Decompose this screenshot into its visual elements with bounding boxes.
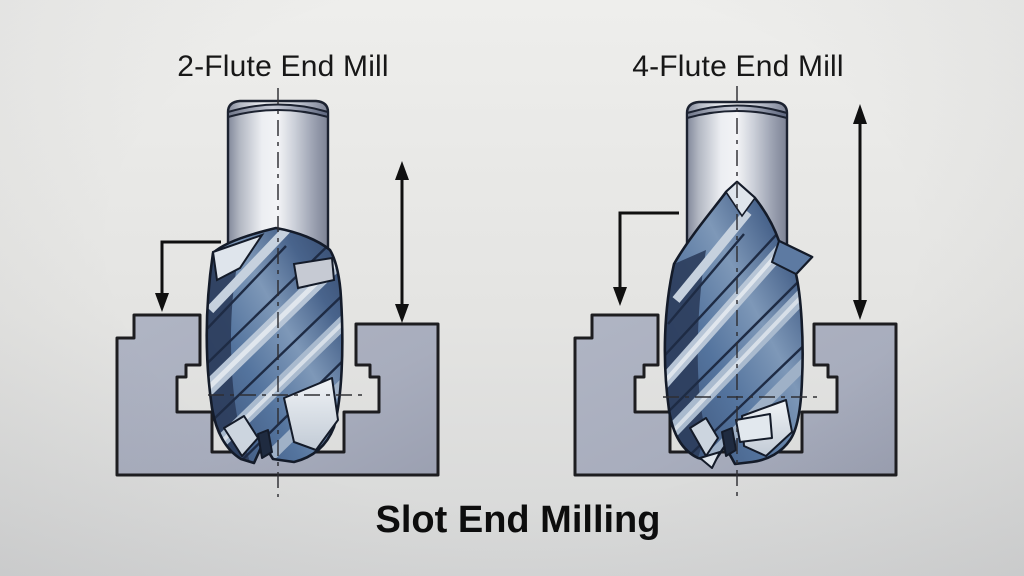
panel-4-flute xyxy=(573,86,898,500)
figure-title: Slot End Milling xyxy=(375,499,661,541)
flute-face xyxy=(211,233,265,282)
panel-2-flute xyxy=(115,88,440,497)
end-mill-cutter-4-flute xyxy=(663,180,814,469)
plunge-depth-arrow xyxy=(155,240,221,312)
axial-travel-double-arrow xyxy=(395,161,409,323)
plunge-depth-arrow xyxy=(613,211,679,306)
panel-label-4-flute: 4-Flute End Mill xyxy=(632,50,844,83)
axial-travel-double-arrow xyxy=(853,104,867,320)
flute-fin xyxy=(770,239,814,276)
panel-label-2-flute: 2-Flute End Mill xyxy=(177,50,389,83)
shank-step-face xyxy=(292,256,336,290)
